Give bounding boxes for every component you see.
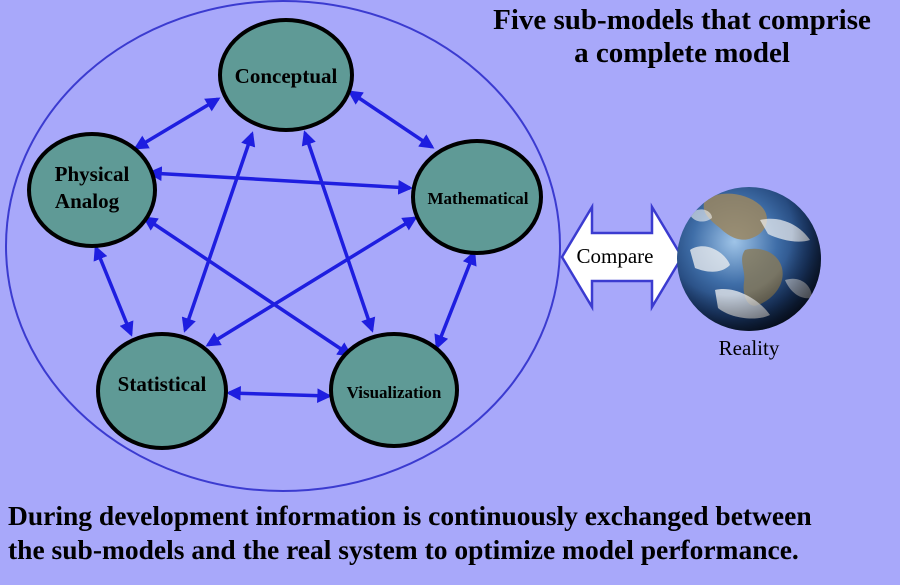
node-physical-analog: Physical Analog — [27, 132, 157, 248]
compare-arrow: Compare — [560, 202, 684, 312]
node-conceptual-label: Conceptual — [235, 64, 338, 88]
node-statistical: Statistical — [96, 332, 228, 450]
node-analog-label: Analog — [55, 189, 120, 213]
footer-caption: During development information is contin… — [8, 499, 898, 567]
diagram-title: Five sub-models that comprise a complete… — [452, 4, 900, 70]
title-line-2: a complete model — [574, 37, 790, 69]
footer-line-1: During development information is contin… — [8, 500, 812, 531]
node-mathematical: Mathematical — [411, 139, 543, 255]
node-conceptual: Conceptual — [218, 18, 354, 132]
arrow-physical-statistical — [93, 245, 134, 337]
arrow-mathematical-visualization — [434, 250, 477, 350]
earth-image — [677, 187, 821, 331]
arrow-physical-mathematical — [147, 166, 413, 195]
compare-label: Compare — [577, 244, 654, 268]
title-line-1: Five sub-models that comprise — [493, 4, 871, 36]
enclosing-ellipse — [5, 0, 561, 492]
node-visualization: Visualization — [329, 332, 459, 448]
footer-line-2: the sub-models and the real system to op… — [8, 534, 799, 565]
node-mathematical-label: Mathematical — [427, 189, 528, 208]
node-visualization-label: Visualization — [347, 383, 442, 402]
arrow-conceptual-visualization — [301, 130, 376, 333]
arrow-statistical-visualization — [226, 386, 332, 403]
arrow-conceptual-mathematical — [347, 90, 435, 149]
arrow-mathematical-statistical — [205, 216, 418, 347]
reality-label: Reality — [719, 336, 780, 360]
arrow-conceptual-physical — [133, 97, 221, 150]
node-statistical-label: Statistical — [118, 372, 207, 396]
arrows — [93, 90, 477, 403]
node-physical-label: Physical — [55, 162, 130, 186]
arrow-conceptual-statistical — [181, 131, 256, 333]
